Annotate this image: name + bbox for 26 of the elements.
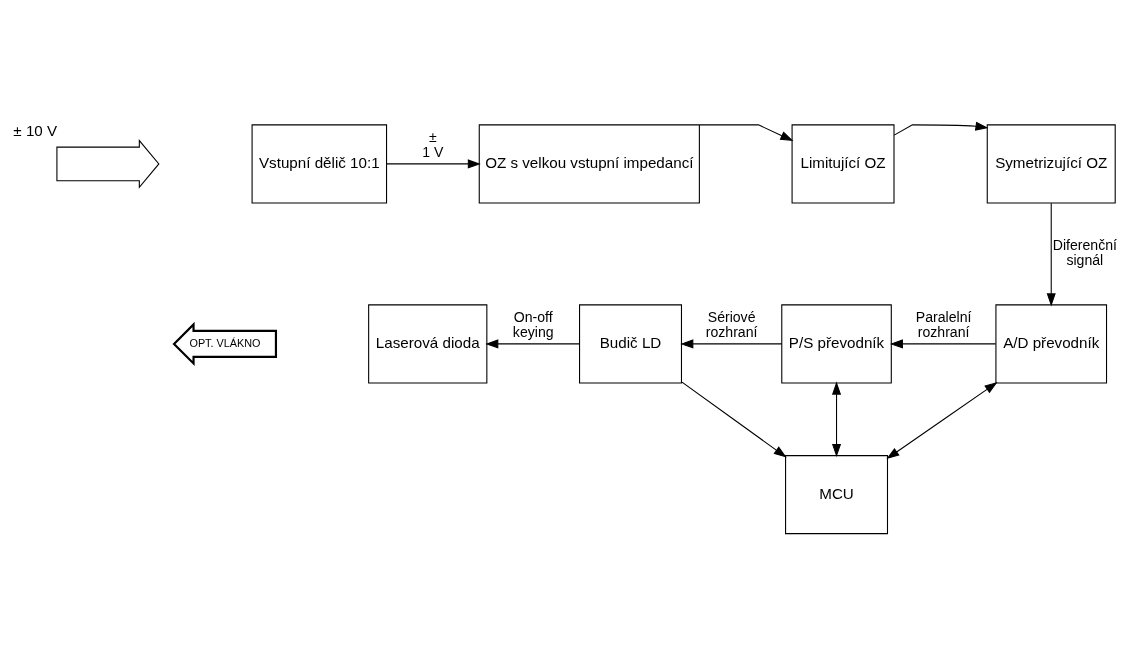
- node-label: ± 10 V: [13, 121, 58, 139]
- arrow: [889, 338, 997, 348]
- node-box: Laserová dioda: [368, 303, 488, 383]
- node-box: Budič LD: [579, 303, 682, 383]
- node-arrow: [56, 138, 160, 189]
- node-box: Symetrizující OZ: [986, 123, 1116, 203]
- edge-label: Paralelní rozhraní: [915, 308, 972, 340]
- node-box: P/S převodník: [781, 303, 892, 383]
- arrow: [386, 158, 481, 168]
- node-box: A/D převodník: [995, 303, 1108, 383]
- arrow: [886, 381, 998, 459]
- arrow: [893, 121, 989, 136]
- arrow: [680, 338, 783, 348]
- edge-label: ± 1 V: [422, 128, 444, 160]
- edge-label: On-off keying: [512, 308, 554, 340]
- arrow: [485, 338, 581, 348]
- node-box: MCU: [785, 454, 889, 534]
- arrow: [1046, 202, 1056, 306]
- edge-label: Diferenční signál: [1052, 236, 1117, 268]
- node-box: OZ s velkou vstupní impedancí: [478, 123, 700, 203]
- arrow: [681, 381, 787, 458]
- arrow: [831, 381, 842, 457]
- edge-label: Sériové rozhraní: [705, 308, 758, 340]
- arrow: [699, 123, 794, 141]
- node-box: Limitující OZ: [791, 123, 895, 203]
- node-box: Vstupní dělič 10:1: [251, 123, 388, 203]
